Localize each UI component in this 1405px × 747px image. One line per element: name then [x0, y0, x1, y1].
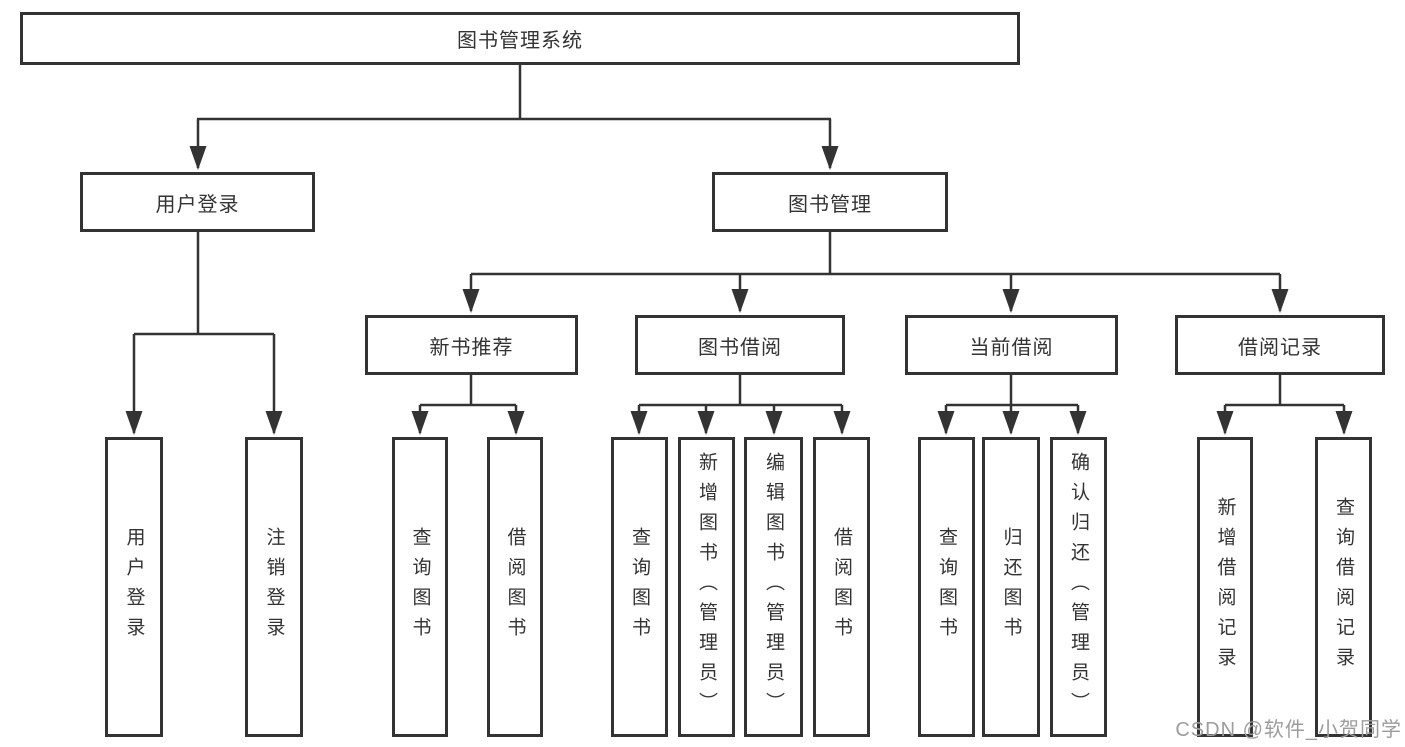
leaf-cb-query-book-label: 查询图书 — [936, 527, 957, 647]
node-new-book-rec-label: 新书推荐 — [429, 336, 514, 359]
leaf-bb-query-book: 查询图书 — [611, 437, 668, 737]
leaf-rec-query-book-label: 查询图书 — [409, 527, 431, 647]
leaf-bb-edit-book-label: 编辑图书（管理员） — [763, 452, 784, 722]
leaf-br-query-record: 查询借阅记录 — [1315, 437, 1372, 737]
leaf-cb-confirm-return: 确认归还（管理员） — [1050, 437, 1107, 737]
leaf-logout-label: 注销登录 — [263, 527, 285, 647]
node-current-borrow: 当前借阅 — [905, 315, 1118, 375]
leaf-user-login-label: 用户登录 — [123, 527, 145, 647]
leaf-cb-confirm-return-label: 确认归还（管理员） — [1068, 452, 1089, 722]
branch-borrow-record — [1216, 375, 1353, 435]
leaf-bb-borrow-book: 借阅图书 — [813, 437, 870, 737]
node-book-mgmt: 图书管理 — [712, 172, 948, 232]
node-borrow-record: 借阅记录 — [1175, 315, 1385, 375]
branch-user-login — [125, 232, 283, 435]
branch-book-borrow — [630, 375, 851, 435]
branch-root — [189, 65, 839, 170]
leaf-rec-borrow-book-label: 借阅图书 — [504, 527, 526, 647]
node-borrow-record-label: 借阅记录 — [1238, 336, 1322, 359]
leaf-logout: 注销登录 — [245, 437, 303, 737]
leaf-br-add-record-label: 新增借阅记录 — [1214, 497, 1236, 677]
branch-book-mgmt — [462, 232, 1289, 313]
leaf-bb-edit-book: 编辑图书（管理员） — [744, 437, 803, 737]
leaf-user-login: 用户登录 — [105, 437, 163, 737]
leaf-br-query-record-label: 查询借阅记录 — [1333, 497, 1354, 677]
node-book-borrow: 图书借阅 — [635, 315, 845, 375]
node-root-label: 图书管理系统 — [457, 30, 583, 52]
leaf-cb-return-book: 归还图书 — [982, 437, 1040, 737]
leaf-bb-add-book: 新增图书（管理员） — [678, 437, 735, 737]
csdn-watermark: CSDN @软件_小贺同学 — [1175, 719, 1402, 741]
node-new-book-rec: 新书推荐 — [365, 315, 578, 375]
node-book-mgmt-label: 图书管理 — [788, 193, 872, 216]
node-book-borrow-label: 图书借阅 — [698, 336, 782, 359]
leaf-rec-query-book: 查询图书 — [392, 437, 448, 737]
branch-current-borrow — [937, 375, 1087, 435]
branch-new-book-rec — [411, 375, 525, 435]
node-user-login-label: 用户登录 — [155, 193, 240, 216]
leaf-br-add-record: 新增借阅记录 — [1197, 437, 1253, 737]
leaf-bb-query-book-label: 查询图书 — [629, 527, 650, 647]
leaf-cb-return-book-label: 归还图书 — [1000, 527, 1022, 647]
leaf-rec-borrow-book: 借阅图书 — [487, 437, 543, 737]
leaf-bb-add-book-label: 新增图书（管理员） — [696, 452, 717, 722]
leaf-bb-borrow-book-label: 借阅图书 — [831, 527, 852, 647]
node-current-borrow-label: 当前借阅 — [969, 336, 1054, 359]
node-user-login: 用户登录 — [80, 172, 315, 232]
leaf-cb-query-book: 查询图书 — [918, 437, 975, 737]
node-root: 图书管理系统 — [20, 12, 1020, 65]
